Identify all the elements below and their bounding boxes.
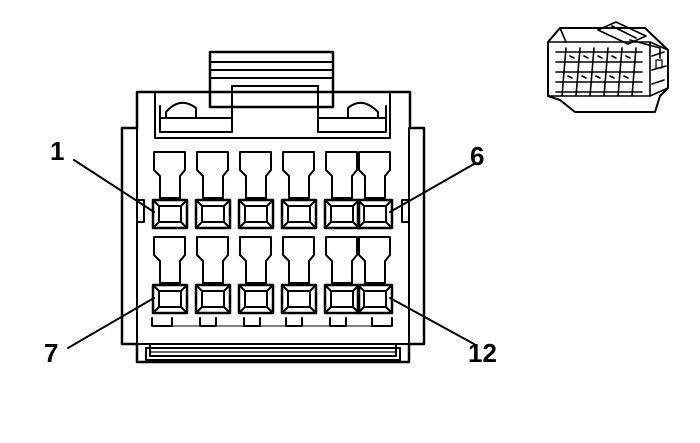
pin-row-bottom bbox=[151, 236, 394, 315]
top-shoulders bbox=[154, 91, 391, 139]
pin-cavity-1 bbox=[151, 151, 189, 230]
pin-cavity-12 bbox=[356, 236, 394, 315]
pin-cavity-2 bbox=[194, 151, 232, 230]
pin-cavity-7 bbox=[151, 236, 189, 315]
pin-cavity-6 bbox=[356, 151, 394, 230]
leader-line-1 bbox=[73, 159, 155, 213]
top-latch bbox=[208, 50, 335, 109]
pin-label-1: 1 bbox=[50, 136, 65, 166]
leader-lines bbox=[67, 159, 475, 349]
pin-label-7: 7 bbox=[44, 338, 59, 368]
pin-cavity-10 bbox=[280, 236, 318, 315]
connector-body bbox=[120, 50, 426, 364]
connector-thumbnail bbox=[547, 21, 669, 113]
pin-cavity-5 bbox=[323, 151, 361, 230]
pin-cavity-3 bbox=[237, 151, 275, 230]
leader-line-12 bbox=[389, 297, 475, 345]
pin-cavity-8 bbox=[194, 236, 232, 315]
pin-label-12: 12 bbox=[468, 338, 497, 368]
pin-cavity-4 bbox=[280, 151, 318, 230]
leader-line-6 bbox=[389, 163, 475, 213]
pin-cavity-11 bbox=[323, 236, 361, 315]
pin-cavity-9 bbox=[237, 236, 275, 315]
bottom-rail bbox=[145, 347, 401, 361]
pin-label-6: 6 bbox=[470, 141, 485, 171]
leader-line-7 bbox=[67, 297, 155, 349]
pin-row-top bbox=[151, 151, 394, 230]
